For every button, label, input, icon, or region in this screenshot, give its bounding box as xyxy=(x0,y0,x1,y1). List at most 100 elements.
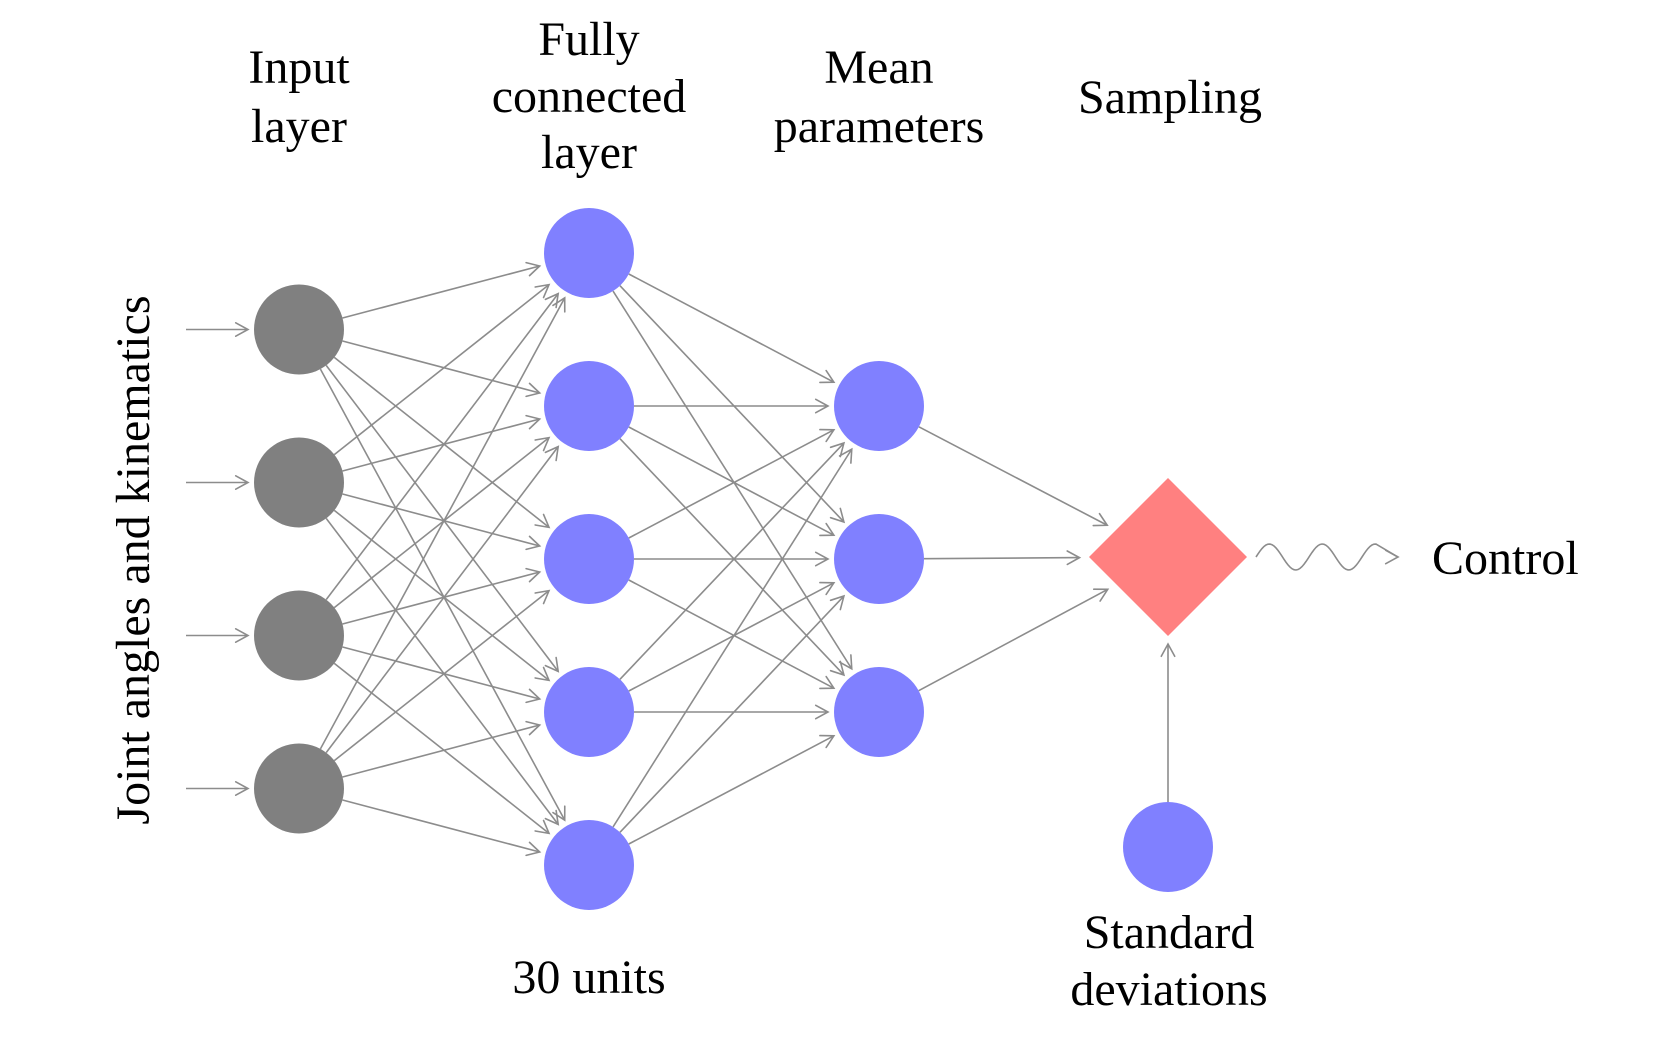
arrowhead xyxy=(534,819,551,835)
hidden-node-4 xyxy=(544,667,634,757)
edge-line xyxy=(342,493,540,547)
edge-line xyxy=(333,662,550,834)
arrowhead xyxy=(525,841,542,857)
edge-line xyxy=(628,429,835,539)
edge-line xyxy=(619,285,845,523)
std-label-line1: Standard xyxy=(1084,906,1255,959)
arrowhead xyxy=(1160,642,1176,658)
hidden-node-1 xyxy=(544,208,634,298)
edge-input4-hidden4 xyxy=(342,720,542,778)
arrowhead xyxy=(1092,512,1109,527)
edge-line xyxy=(628,273,835,383)
edge-hidden4-mean3 xyxy=(634,704,830,720)
arrowhead xyxy=(838,654,853,671)
input-node-2 xyxy=(254,437,344,528)
edge-hidden3-mean2 xyxy=(634,551,830,567)
input-arrow-1 xyxy=(186,321,250,338)
hidden-layer-label-line3: layer xyxy=(541,126,637,179)
arrowhead xyxy=(534,589,551,605)
arrowhead xyxy=(829,660,846,677)
edge-input4-hidden3 xyxy=(333,589,551,762)
edge-line xyxy=(325,517,559,825)
hidden-node-5 xyxy=(544,820,634,910)
input-layer-label-line1: Input xyxy=(248,41,350,94)
edge-input1-hidden1 xyxy=(342,261,542,319)
mean-node-2 xyxy=(834,514,924,604)
edges-group xyxy=(186,261,1400,857)
edge-line xyxy=(923,556,1080,560)
edge-input2-hidden3 xyxy=(342,493,542,551)
edge-hidden1-mean1 xyxy=(628,273,836,384)
edge-line xyxy=(325,446,559,754)
edge-hidden1-mean3 xyxy=(612,290,853,671)
edge-line xyxy=(918,426,1108,526)
edge-input4-hidden2 xyxy=(325,445,560,754)
edge-input2-hidden1 xyxy=(333,283,551,456)
mean-node-3 xyxy=(834,667,924,757)
hidden-node-3 xyxy=(544,514,634,604)
edge-mean1-sampling xyxy=(918,426,1109,527)
arrowhead xyxy=(1092,588,1110,602)
edge-line xyxy=(342,724,540,778)
arrowhead xyxy=(234,321,250,338)
hidden-layer-label-line2: connected xyxy=(492,70,687,123)
edge-line xyxy=(619,442,845,680)
edge-input2-hidden2 xyxy=(342,414,542,472)
edge-line xyxy=(342,646,540,700)
edge-line xyxy=(342,340,540,394)
arrowhead xyxy=(819,675,836,690)
arrowhead xyxy=(552,296,566,313)
arrowhead xyxy=(234,474,250,491)
edge-input3-hidden4 xyxy=(342,646,542,704)
edge-hidden5-mean1 xyxy=(612,447,853,828)
arrowhead xyxy=(1066,550,1082,566)
edge-line xyxy=(342,799,540,853)
sampling-label: Sampling xyxy=(1078,71,1262,124)
hidden-units-label: 30 units xyxy=(512,951,665,1004)
mean-layer-label-line1: Mean xyxy=(824,41,933,94)
std-node xyxy=(1123,802,1213,892)
input-node-1 xyxy=(254,284,344,375)
arrowhead xyxy=(819,428,836,443)
arrowhead xyxy=(534,436,551,452)
edge-hidden3-mean3 xyxy=(628,579,836,690)
edge-input3-hidden2 xyxy=(333,436,551,609)
edge-input4-hidden1 xyxy=(319,296,566,750)
edge-hidden2-mean2 xyxy=(628,426,836,537)
edge-input1-hidden2 xyxy=(342,340,542,398)
arrowhead xyxy=(829,441,846,458)
edge-line xyxy=(319,368,566,821)
arrowhead xyxy=(814,551,830,567)
edge-line xyxy=(325,364,559,672)
arrowhead xyxy=(525,720,542,736)
sampling-diamond xyxy=(1089,478,1247,636)
input-arrow-4 xyxy=(186,780,250,797)
edge-line xyxy=(619,595,845,833)
arrowhead xyxy=(534,513,551,529)
arrowhead xyxy=(544,809,560,826)
arrowhead xyxy=(1384,549,1400,565)
arrowhead xyxy=(829,594,846,611)
arrowhead xyxy=(234,627,250,644)
arrowhead xyxy=(525,261,542,277)
mean-node-1 xyxy=(834,361,924,451)
output-wavy-arrow xyxy=(1255,543,1400,571)
hidden-node-2 xyxy=(544,361,634,451)
edge-hidden4-mean2 xyxy=(628,581,836,692)
edge-hidden3-mean1 xyxy=(628,428,836,539)
edge-line xyxy=(333,590,550,762)
arrowhead xyxy=(525,414,542,430)
edge-hidden1-mean2 xyxy=(619,285,846,524)
edge-line xyxy=(333,356,550,528)
mean-layer-label-line2: parameters xyxy=(774,100,985,153)
arrowhead xyxy=(234,780,250,797)
nodes-group xyxy=(254,208,1247,910)
edge-line xyxy=(333,509,550,681)
edge-line xyxy=(342,418,540,472)
edge-line xyxy=(612,448,853,828)
arrowhead xyxy=(534,666,551,682)
arrowhead xyxy=(534,283,551,299)
edge-line xyxy=(333,437,550,609)
arrowhead xyxy=(829,507,846,524)
